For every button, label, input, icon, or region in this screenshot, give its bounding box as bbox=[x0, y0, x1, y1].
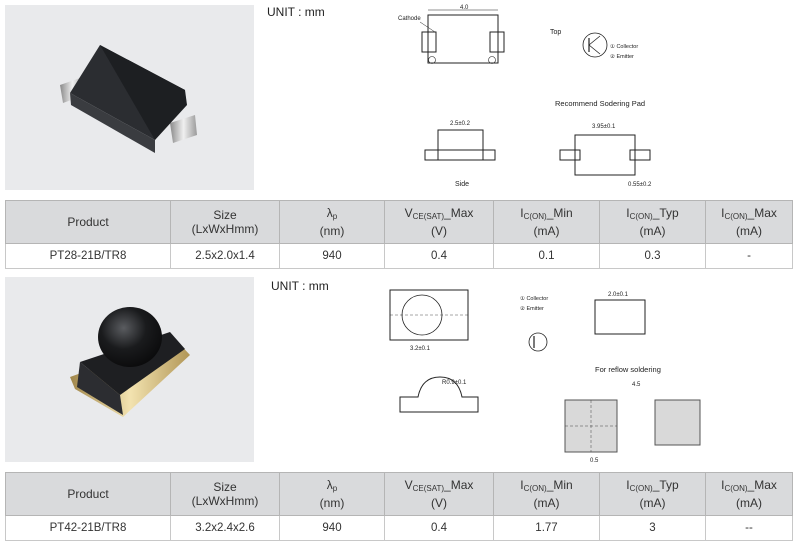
col-vce: VCE(SAT)_Max(V) bbox=[384, 472, 494, 516]
pin1-label: ① Collector bbox=[520, 295, 548, 302]
recommend-pad-label: Recommend Sodering Pad bbox=[555, 99, 645, 108]
cathode-label: Cathode bbox=[398, 16, 421, 22]
unit-label: UNIT : mm bbox=[267, 5, 325, 19]
col-product: Product bbox=[5, 472, 171, 516]
table-row: PT28-21B/TR8 2.5x2.0x1.4 940 0.4 0.1 0.3… bbox=[5, 243, 793, 269]
col-lambda: λp(nm) bbox=[279, 200, 385, 244]
col-lambda: λp(nm) bbox=[279, 472, 385, 516]
pin1-label: ① Collector bbox=[610, 43, 638, 50]
dim-label: 0.5 bbox=[590, 458, 599, 464]
side-label: Side bbox=[455, 181, 469, 188]
cell-size: 3.2x2.4x2.6 bbox=[170, 515, 280, 541]
col-size: Size(LxWxHmm) bbox=[170, 472, 280, 516]
cell-lambda: 940 bbox=[279, 515, 385, 541]
smd-chip-image bbox=[60, 45, 197, 153]
cell-product: PT42-21B/TR8 bbox=[5, 515, 171, 541]
product-section-pt42: UNIT : mm 3.2±0.1 ① Collector ② Emitter … bbox=[0, 272, 800, 548]
cell-vce: 0.4 bbox=[384, 515, 494, 541]
col-ic-max: IC(ON)_Max(mA) bbox=[705, 200, 793, 244]
cell-ic-max: -- bbox=[705, 515, 793, 541]
table-row: PT42-21B/TR8 3.2x2.4x2.6 940 0.4 1.77 3 … bbox=[5, 515, 793, 541]
cell-product: PT28-21B/TR8 bbox=[5, 243, 171, 269]
cell-ic-typ: 0.3 bbox=[599, 243, 706, 269]
col-size: Size(LxWxHmm) bbox=[170, 200, 280, 244]
dim-label: 4.5 bbox=[632, 382, 641, 388]
pin2-label: ② Emitter bbox=[610, 53, 634, 60]
product-photo-pt42 bbox=[5, 277, 254, 462]
dim-label: 2.0±0.1 bbox=[608, 292, 629, 298]
product-section-pt28: UNIT : mm 4.0 Cathode Top ① Collector ② … bbox=[0, 0, 800, 269]
dim-label: R0.9±0.1 bbox=[442, 380, 467, 386]
col-vce: VCE(SAT)_Max(V) bbox=[384, 200, 494, 244]
dome-chip-image bbox=[70, 307, 190, 417]
col-ic-max: IC(ON)_Max(mA) bbox=[705, 472, 793, 516]
product-photo-pt28 bbox=[5, 5, 254, 190]
pin2-label: ② Emitter bbox=[520, 305, 544, 312]
col-ic-min: IC(ON)_Min(mA) bbox=[493, 200, 600, 244]
dim-label: 3.2±0.1 bbox=[410, 346, 431, 352]
cell-ic-typ: 3 bbox=[599, 515, 706, 541]
col-ic-typ: IC(ON)_Typ(mA) bbox=[599, 200, 706, 244]
cell-ic-min: 1.77 bbox=[493, 515, 600, 541]
dim-label: 3.95±0.1 bbox=[592, 124, 616, 130]
package-drawing-pt42: 3.2±0.1 ① Collector ② Emitter 2.0±0.1 Fo… bbox=[389, 289, 701, 464]
table-header-row: Product Size(LxWxHmm) λp(nm) VCE(SAT)_Ma… bbox=[5, 200, 793, 244]
dim-label: 2.5±0.2 bbox=[450, 121, 471, 127]
dim-label: 0.55±0.2 bbox=[628, 182, 652, 188]
cell-lambda: 940 bbox=[279, 243, 385, 269]
col-ic-typ: IC(ON)_Typ(mA) bbox=[599, 472, 706, 516]
package-drawing-pt28: 4.0 Cathode Top ① Collector ② Emitter Re… bbox=[398, 5, 652, 188]
reflow-label: For reflow soldering bbox=[595, 365, 661, 374]
cell-ic-max: - bbox=[705, 243, 793, 269]
cell-vce: 0.4 bbox=[384, 243, 494, 269]
spec-table-pt28: Product Size(LxWxHmm) λp(nm) VCE(SAT)_Ma… bbox=[5, 200, 793, 269]
col-product: Product bbox=[5, 200, 171, 244]
cell-size: 2.5x2.0x1.4 bbox=[170, 243, 280, 269]
dim-label: 4.0 bbox=[460, 5, 469, 11]
col-ic-min: IC(ON)_Min(mA) bbox=[493, 472, 600, 516]
spec-table-pt42: Product Size(LxWxHmm) λp(nm) VCE(SAT)_Ma… bbox=[5, 472, 793, 541]
unit-label: UNIT : mm bbox=[271, 279, 329, 293]
cell-ic-min: 0.1 bbox=[493, 243, 600, 269]
table-header-row: Product Size(LxWxHmm) λp(nm) VCE(SAT)_Ma… bbox=[5, 472, 793, 516]
top-label: Top bbox=[550, 29, 561, 36]
